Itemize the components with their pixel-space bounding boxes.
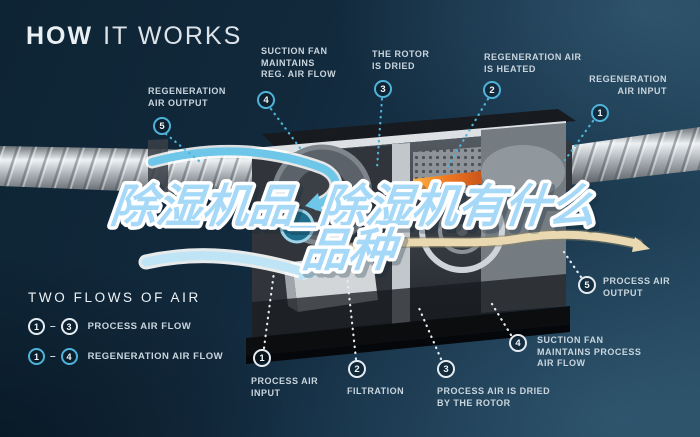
legend-label-regeneration: REGENERATION AIR FLOW	[87, 351, 224, 362]
legend-title: TWO FLOWS OF AIR	[28, 290, 201, 305]
label-regeneration-air-output: REGENERATION AIR OUTPUT	[148, 86, 226, 108]
label-suction-fan-reg: SUCTION FAN MAINTAINS REG. AIR FLOW	[261, 46, 337, 79]
badge-process-2: 2	[348, 360, 366, 378]
label-filtration: FILTRATION	[347, 386, 405, 396]
badge-process-5: 5	[578, 276, 596, 294]
badge-regeneration-5: 5	[153, 117, 171, 135]
badge-regeneration-3: 3	[374, 80, 392, 98]
title-light: IT WORKS	[103, 22, 243, 50]
legend-dash: –	[50, 321, 56, 332]
watermark-shadow-line2: 品种	[304, 228, 407, 280]
legend-dash: –	[50, 351, 56, 362]
badge-regeneration-4: 4	[257, 91, 275, 109]
title-bold: HOW	[26, 22, 94, 50]
watermark-line2: 品种	[300, 224, 403, 276]
leader-lines-process	[262, 250, 583, 361]
badge-process-4: 4	[509, 334, 527, 352]
badge-process-1: 1	[253, 349, 271, 367]
watermark-line1: 除湿机品_除湿机有什么	[108, 180, 599, 232]
legend-label-process: PROCESS AIR FLOW	[87, 321, 192, 332]
label-process-air-input: PROCESS AIR INPUT	[251, 376, 319, 398]
legend-row-regeneration: 1 – 4 REGENERATION AIR FLOW	[28, 348, 223, 365]
label-process-air-output: PROCESS AIR OUTPUT	[603, 276, 671, 298]
leader-lines-regeneration	[164, 97, 595, 170]
label-suction-fan-process: SUCTION FAN MAINTAINS PROCESS AIR FLOW	[537, 335, 642, 368]
badge-regeneration-1: 1	[591, 104, 609, 122]
legend-circle-to: 4	[60, 348, 78, 365]
legend-circle-from: 1	[28, 318, 45, 335]
dehumidifier-cabinet	[246, 109, 576, 364]
page-title: HOW IT WORKS	[26, 22, 242, 51]
label-rotor-dried: THE ROTOR IS DRIED	[372, 49, 430, 71]
badge-process-3: 3	[437, 360, 455, 378]
legend: TWO FLOWS OF AIR 1 – 3 PROCESS AIR FLOW …	[28, 290, 223, 365]
label-regeneration-air-input: REGENERATION AIR INPUT	[589, 74, 667, 96]
airflow-arrows	[138, 144, 650, 280]
legend-circle-to: 3	[60, 318, 78, 335]
watermark-shadow-line1: 除湿机品_除湿机有什么	[111, 184, 602, 236]
legend-row-process: 1 – 3 PROCESS AIR FLOW	[28, 318, 223, 335]
label-process-air-dried: PROCESS AIR IS DRIED BY THE ROTOR	[437, 386, 551, 408]
legend-circle-from: 1	[28, 348, 45, 365]
label-regeneration-air-heated: REGENERATION AIR IS HEATED	[484, 52, 582, 74]
badge-regeneration-2: 2	[483, 81, 501, 99]
right-duct	[556, 127, 700, 190]
